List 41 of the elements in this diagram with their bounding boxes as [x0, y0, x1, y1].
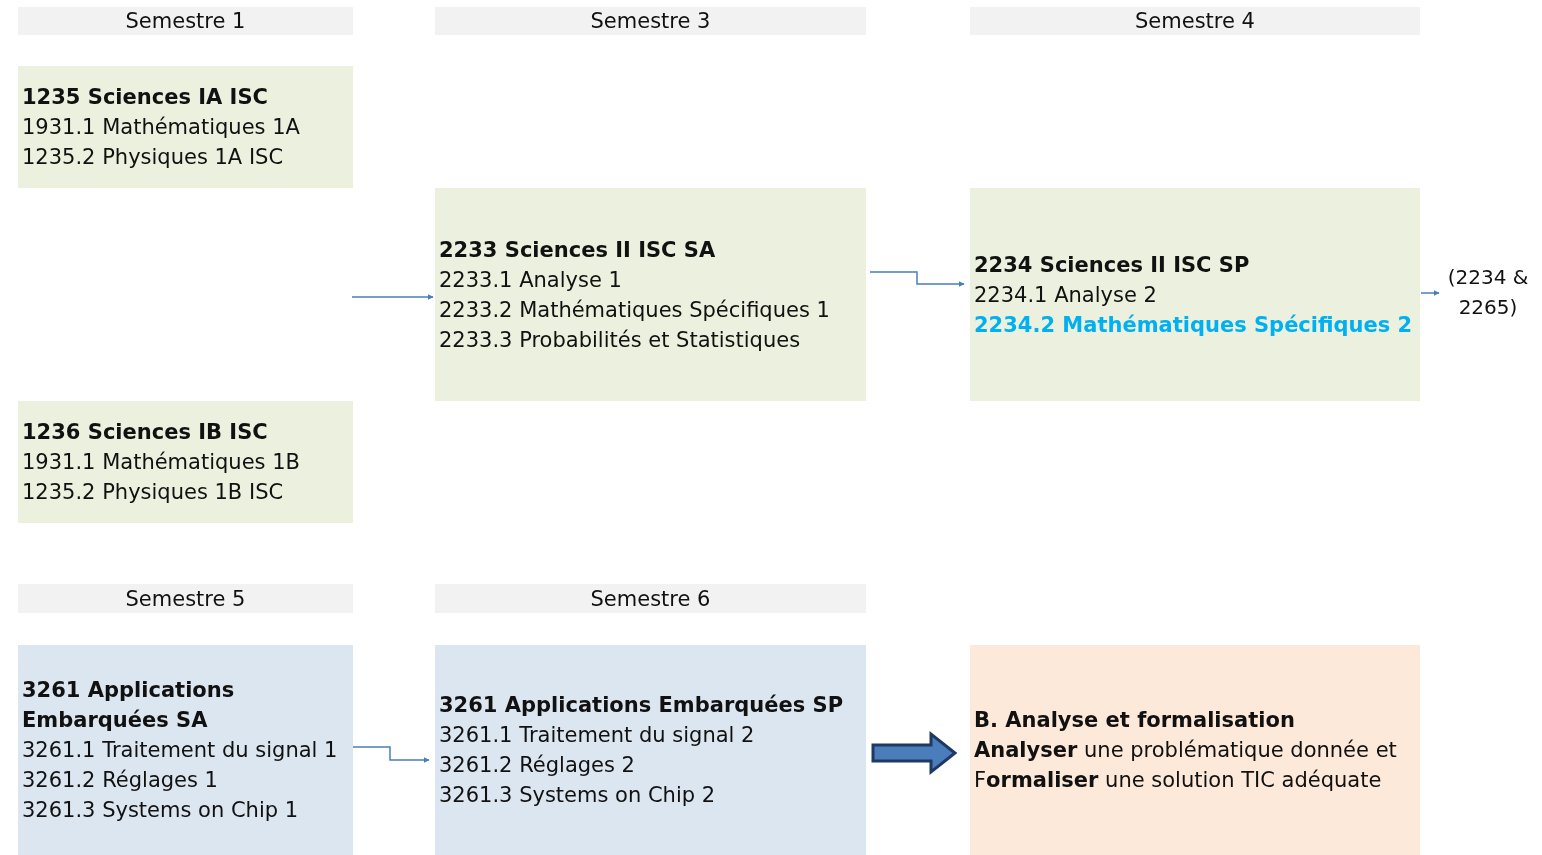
- course-item: 2233.2 Mathématiques Spécifiques 1: [439, 296, 831, 324]
- arrow: [869, 271, 965, 287]
- course-box: [18, 645, 353, 855]
- header-text: Semestre 6: [590, 586, 711, 611]
- arrow: [352, 746, 430, 763]
- course-title: 3261 Applications Embarquées SP: [439, 692, 845, 719]
- course-item: 3261.1 Traitement du signal 1: [22, 737, 339, 764]
- course-box: [435, 188, 866, 401]
- arrow: [351, 294, 434, 300]
- course-item: 2233.1 Analyse 1: [439, 266, 623, 294]
- course-item: 3261.3 Systems on Chip 2: [439, 782, 717, 809]
- course-item: 3261.2 Réglages 1: [22, 767, 219, 794]
- header-text: Semestre 5: [125, 586, 246, 611]
- course-item: 3261.2 Réglages 2: [439, 752, 636, 779]
- course-item: 1235.2 Physiques 1A ISC: [22, 144, 285, 171]
- course-title: 2234 Sciences II ISC SP: [974, 251, 1251, 279]
- course-item: 2234.2 Mathématiques Spécifiques 2: [974, 311, 1414, 339]
- course-title: 2233 Sciences II ISC SA: [439, 236, 717, 264]
- course-item: 2233.3 Probabilités et Statistiques: [439, 326, 802, 354]
- course-box: [970, 645, 1420, 855]
- course-item: 1931.1 Mathématiques 1A: [22, 114, 301, 141]
- header-text: Semestre 3: [590, 9, 711, 33]
- course-box: [18, 66, 353, 188]
- header-text: Semestre 4: [1135, 9, 1255, 33]
- course-title: 1236 Sciences IB ISC: [22, 419, 269, 446]
- course-item: 1235.2 Physiques 1B ISC: [22, 479, 285, 506]
- course-item: 3261.1 Traitement du signal 2: [439, 722, 756, 749]
- block-arrow: [871, 730, 958, 776]
- course-box: [435, 645, 866, 855]
- course-item: 2234.1 Analyse 2: [974, 281, 1158, 309]
- arrow: [1420, 290, 1440, 296]
- course-box: [970, 188, 1420, 401]
- course-item: 1931.1 Mathématiques 1B: [22, 449, 301, 476]
- course-title: 1235 Sciences IA ISC: [22, 84, 269, 111]
- course-box: [18, 401, 353, 523]
- course-item: Analyser une problématique donnée et Formaliser une solution TIC adéquate: [974, 737, 1398, 794]
- note-text: (2234 & 2265): [1446, 264, 1530, 321]
- header-text: Semestre 1: [125, 9, 246, 33]
- course-title: B. Analyse et formalisation: [974, 707, 1296, 734]
- course-title: 3261 Applications Embarquées SA: [22, 677, 236, 734]
- course-item: 3261.3 Systems on Chip 1: [22, 797, 300, 824]
